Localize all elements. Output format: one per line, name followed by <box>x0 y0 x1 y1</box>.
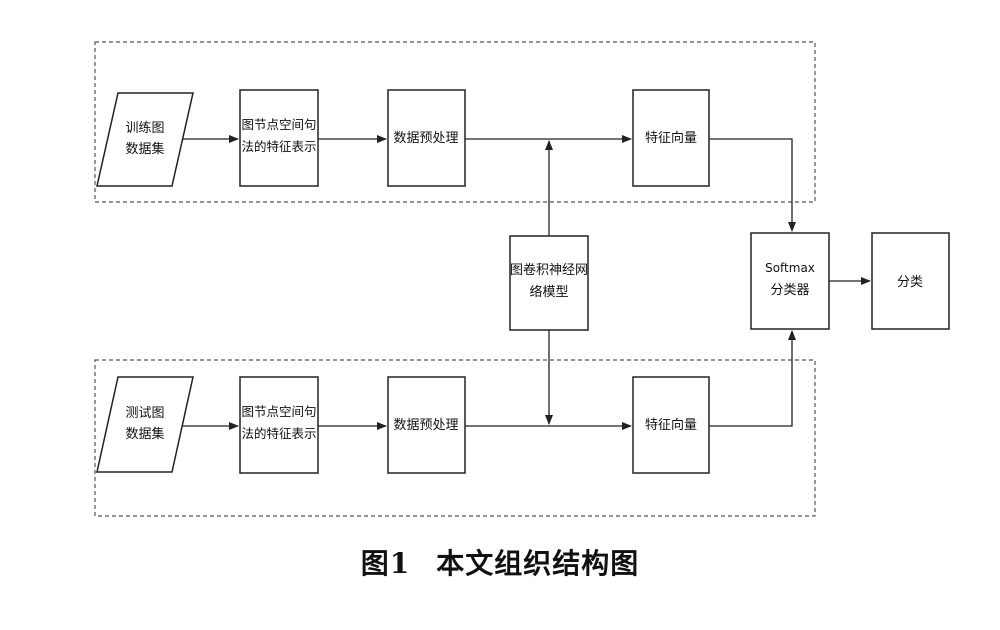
figure-caption: 图1 本文组织结构图 <box>0 542 1000 582</box>
softmax-classifier-label-2: 分类器 <box>770 283 809 298</box>
test-preprocess-label: 数据预处理 <box>393 418 458 433</box>
test-repr-node <box>239 376 319 474</box>
classification-output-label: 分类 <box>897 275 923 290</box>
gcn-model-label-1: 图卷积神经网 <box>510 262 588 278</box>
figure-number: 图1 <box>360 547 411 580</box>
test-preprocess-node <box>387 376 466 474</box>
test-dataset-node <box>96 376 194 473</box>
train-dataset-label-1: 训练图 <box>125 121 164 136</box>
test-dataset-label-1: 测试图 <box>125 406 164 421</box>
test-feature-node <box>632 376 710 474</box>
testing-group-frame <box>94 359 816 517</box>
train-feature-node <box>632 89 710 187</box>
test-repr-label-1: 图节点空间句 <box>241 404 316 419</box>
train-dataset-node <box>96 92 194 187</box>
gcn-model-node <box>509 235 589 331</box>
edge-train-feature-to-classifier <box>709 138 796 232</box>
training-group-frame <box>94 41 816 203</box>
train-preprocess-node <box>387 89 466 187</box>
train-dataset-label-2: 数据集 <box>125 141 164 157</box>
edge-test-feature-to-classifier <box>709 330 796 427</box>
classification-output-node <box>871 232 950 330</box>
softmax-classifier-label-1: Softmax <box>765 261 815 275</box>
train-repr-label-2: 法的特征表示 <box>241 139 316 154</box>
softmax-classifier-node <box>750 232 830 330</box>
train-preprocess-label: 数据预处理 <box>393 131 458 146</box>
train-repr-label-1: 图节点空间句 <box>241 117 316 132</box>
test-repr-label-2: 法的特征表示 <box>241 426 316 441</box>
train-feature-label: 特征向量 <box>645 130 697 146</box>
gcn-model-label-2: 络模型 <box>529 284 568 300</box>
train-repr-node <box>239 89 319 187</box>
test-dataset-label-2: 数据集 <box>125 426 164 442</box>
test-feature-label: 特征向量 <box>645 417 697 433</box>
figure-title: 本文组织结构图 <box>436 547 640 580</box>
